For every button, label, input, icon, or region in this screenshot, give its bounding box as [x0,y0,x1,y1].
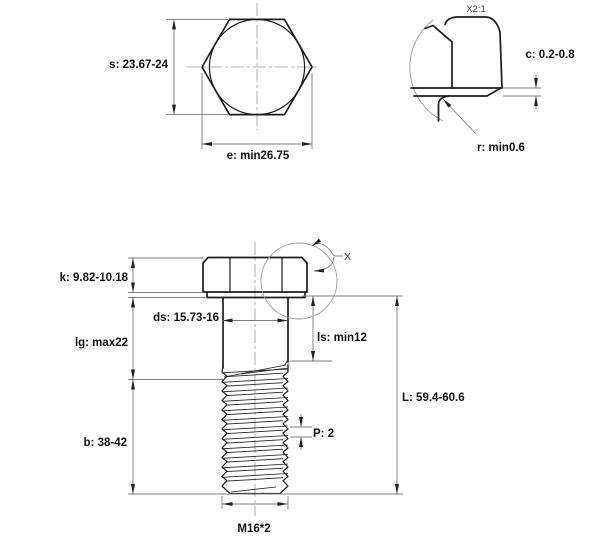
thread-runout-line2 [240,367,289,375]
tip-runout-line [230,486,277,493]
detail-callout-arrow-lower [313,256,335,273]
thread-spec-label: M16*2 [237,523,270,535]
ds-dimension-label: ds: 15.73-16 [153,312,219,324]
lg-dimension-label: lg: max22 [75,337,128,349]
threaded-section [221,363,289,495]
top-view-hex-head: s: 23.67-24 e: min26.75 [109,3,317,162]
b-dimension-label: b: 38-42 [84,437,127,449]
detail-ref-label: X [344,251,351,263]
detail-boundary-arc [409,19,444,122]
washer-face-bottom [413,87,501,97]
head-crown-profile [444,16,503,89]
s-dimension-label: s: 23.67-24 [109,59,168,71]
detail-callout-arrow-upper [311,238,335,257]
p-dimension-label: P: 2 [313,428,334,440]
r-dimension-label: r: min0.6 [477,142,525,154]
detail-callout-circle [260,242,338,320]
detail-scale-label: X2:1 [466,4,486,15]
e-dimension-label: e: min26.75 [227,150,290,162]
washer-face [206,291,306,299]
inscribed-circle [208,18,306,116]
side-view-bolt: k: 9.82-10.18 lg: max22 b: 38-42 ds: 15.… [60,238,465,535]
r-leader-arrow [442,98,477,135]
head-chamfer-edge [424,24,453,89]
L-dimension-label: L: 59.4-60.6 [402,392,465,404]
c-dimension-label: c: 0.2-0.8 [525,49,575,61]
head-outline [202,256,308,293]
ls-dimension-label: ls: min12 [317,332,367,344]
underhead-fillet [437,95,450,122]
hexagon-outline [201,18,313,116]
detail-view-x: X2:1 c: 0.2-0.8 r: min0.6 [409,4,575,154]
k-dimension-label: k: 9.82-10.18 [60,272,129,284]
